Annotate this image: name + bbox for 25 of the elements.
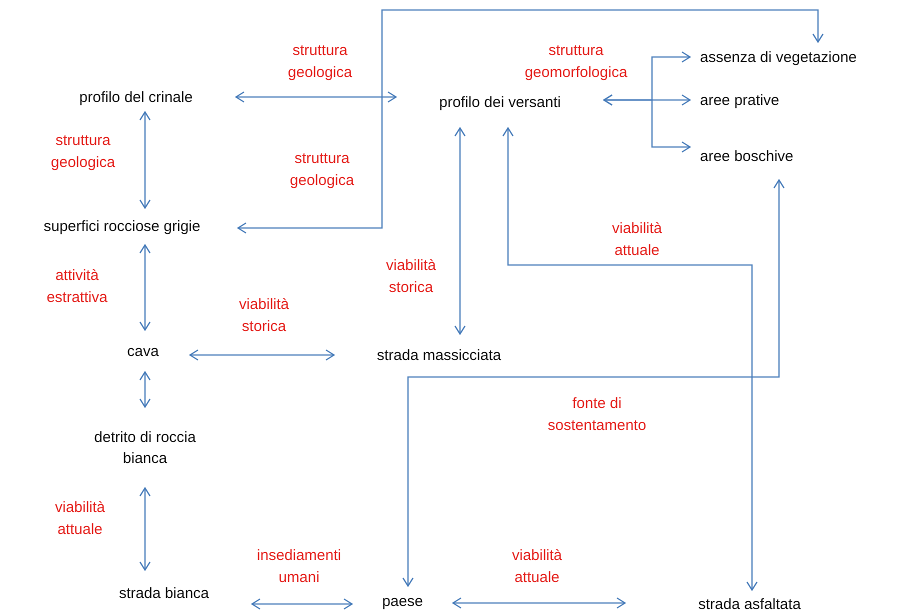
concept-label: profilo del crinale bbox=[79, 88, 193, 108]
arrow bbox=[139, 487, 151, 571]
arrow bbox=[139, 111, 151, 209]
arrow bbox=[502, 127, 758, 591]
concept-label: strada bianca bbox=[118, 584, 210, 604]
arrow bbox=[452, 597, 626, 609]
concept-label: cava bbox=[127, 342, 159, 362]
concept-label: paese bbox=[382, 592, 423, 612]
concept-label: strada massicciata bbox=[376, 346, 502, 366]
arrow bbox=[235, 91, 397, 103]
arrow bbox=[603, 94, 691, 153]
concept-label: aree boschive bbox=[700, 146, 794, 166]
arrow bbox=[251, 598, 353, 610]
arrow bbox=[454, 127, 466, 335]
concept-label: assenza di vegetazione bbox=[700, 48, 857, 68]
concept-label: superfici rocciose grigie bbox=[44, 217, 200, 237]
concept-label: detrito di roccia bianca bbox=[93, 428, 197, 468]
arrow bbox=[139, 371, 151, 408]
arrow bbox=[402, 179, 785, 587]
arrow bbox=[189, 349, 335, 361]
concept-label: strada asfaltata bbox=[698, 594, 801, 614]
arrow bbox=[237, 9, 824, 234]
arrow bbox=[139, 244, 151, 331]
concept-label: aree prative bbox=[700, 90, 780, 110]
concept-label: profilo dei versanti bbox=[439, 92, 561, 112]
